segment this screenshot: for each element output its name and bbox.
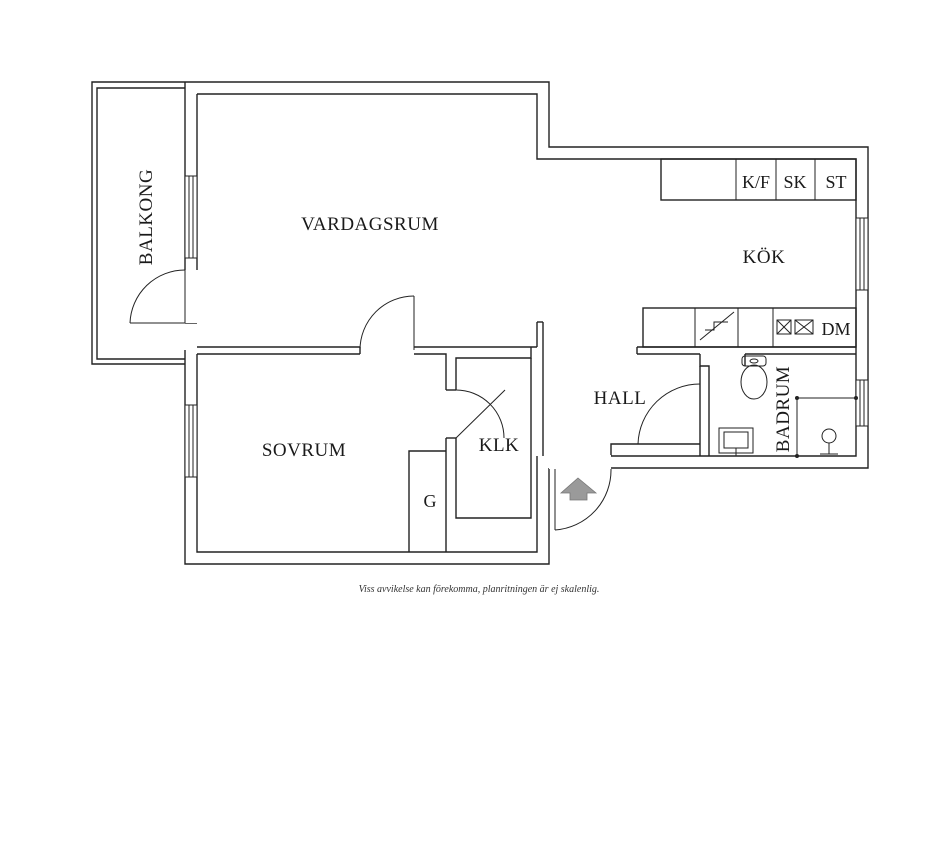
entrance [549, 455, 612, 531]
bathroom-sink-icon [718, 427, 754, 456]
label-stove: ST [825, 172, 846, 192]
windows [184, 175, 869, 478]
toilet-icon [740, 355, 768, 400]
label-walk-in-closet: KLK [479, 435, 520, 456]
kitchen-upper-counter [660, 158, 857, 201]
disclaimer-text: Viss avvikelse kan förekomma, planritnin… [359, 584, 600, 595]
label-fridge-freezer: K/F [742, 172, 770, 192]
label-bedroom: SOVRUM [262, 440, 346, 461]
balcony-door [129, 269, 198, 324]
window-bedroom [184, 404, 198, 478]
window-living-room [184, 175, 198, 259]
label-bathroom: BADRUM [773, 366, 794, 452]
label-dishwasher: DM [821, 319, 850, 339]
window-bathroom [855, 379, 869, 427]
interior-walls [197, 321, 856, 552]
kitchen-sink-icon [699, 311, 735, 341]
interior-doors [359, 295, 701, 445]
hob-icon [776, 319, 792, 335]
dishwasher-icon [794, 319, 814, 335]
label-living-room: VARDAGSRUM [301, 214, 439, 235]
label-cabinet-sk: SK [783, 172, 806, 192]
shower-icon [795, 396, 858, 458]
bathroom-fixtures [718, 355, 858, 458]
label-balcony: BALKONG [136, 169, 157, 265]
kitchen-lower-counter [642, 307, 857, 348]
window-kitchen [855, 217, 869, 291]
label-hall: HALL [594, 388, 647, 409]
outer-wall [184, 81, 869, 565]
label-wardrobe: G [424, 491, 437, 511]
entrance-arrow-icon [559, 477, 598, 501]
balcony [91, 81, 185, 365]
label-kitchen: KÖK [743, 247, 786, 268]
